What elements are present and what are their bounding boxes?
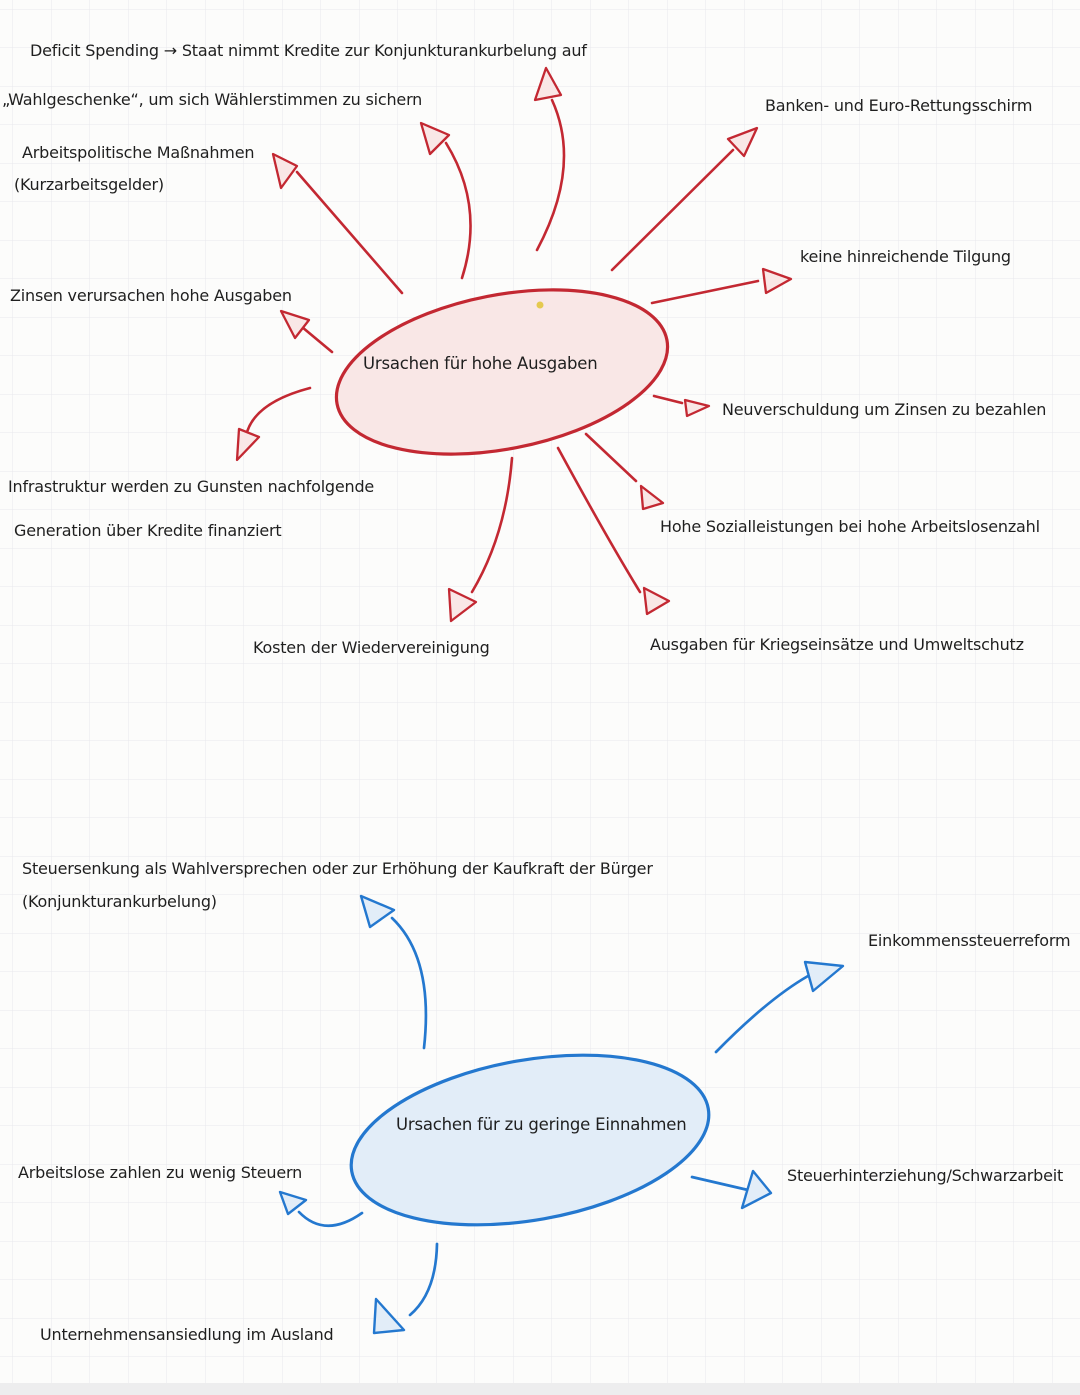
arrow-line [690, 1175, 750, 1192]
node-neuverschuldung: Neuverschuldung um Zinsen zu bezahlen [722, 400, 1046, 419]
arrow-einkommenssteuerreform [714, 960, 845, 1054]
arrow-arbeitspolitische-massnahmen [271, 152, 404, 295]
arrowhead-up-left [278, 1190, 308, 1216]
arrow-line [444, 141, 472, 280]
node-kriegseinsaetze: Ausgaben für Kriegseinsätze und Umweltsc… [650, 635, 1024, 654]
arrow-deficit-spending [533, 66, 566, 252]
paper-bottom-edge [0, 1383, 1080, 1395]
arrow-tilgung [650, 267, 793, 305]
arrow-line [297, 1210, 364, 1227]
arrowhead-up [533, 66, 563, 102]
arrowhead-down-left [447, 587, 478, 623]
node-einkommenssteuerreform: Einkommenssteuerreform [868, 931, 1070, 950]
node-tilgung: keine hinreichende Tilgung [800, 247, 1011, 266]
arrow-kriegseinsaetze [556, 446, 671, 616]
arrow-line [470, 456, 514, 594]
node-zinsen: Zinsen verursachen hohe Ausgaben [10, 286, 292, 305]
blue-center-label: Ursachen für zu geringe Einnahmen [396, 1115, 687, 1134]
blue-mindmap: Ursachen für zu geringe Einnahmen Steuer… [18, 859, 1071, 1344]
arrow-neuverschuldung [652, 394, 711, 418]
arrow-line [295, 170, 404, 295]
arrow-line [390, 916, 428, 1050]
arrowhead-down-right [639, 484, 665, 511]
arrow-unternehmensansiedlung [372, 1242, 439, 1335]
arrow-steuerhinterziehung [690, 1169, 773, 1210]
arrowhead-right-down [740, 1169, 773, 1210]
arrowhead-up-right [726, 126, 759, 158]
arrowhead-up-left [419, 121, 451, 156]
node-infrastruktur-line1: Infrastruktur werden zu Gunsten nachfolg… [8, 477, 374, 496]
arrow-kosten-wiedervereinigung [447, 456, 514, 623]
arrowhead-down-left [372, 1297, 406, 1335]
arrowhead-up-left [279, 309, 311, 340]
arrow-line [535, 98, 566, 252]
node-steuersenkung-line2: (Konjunkturankurbelung) [22, 892, 217, 911]
blue-center-ellipse [349, 1053, 711, 1227]
arrow-sozialleistungen [584, 432, 665, 511]
red-center-label: Ursachen für hohe Ausgaben [363, 354, 597, 373]
node-banken-rettungsschirm: Banken- und Euro-Rettungsschirm [765, 96, 1032, 115]
yellow-dot [536, 301, 544, 309]
node-arbeitspolitische-line2: (Kurzarbeitsgelder) [14, 175, 164, 194]
node-sozialleistungen: Hohe Sozialleistungen bei hohe Arbeitslo… [660, 517, 1040, 536]
arrow-zinsen [279, 309, 334, 354]
arrowhead-up-left [359, 894, 396, 929]
node-kosten-wiedervereinigung: Kosten der Wiedervereinigung [253, 638, 490, 657]
node-infrastruktur-line2: Generation über Kredite finanziert [14, 521, 281, 540]
arrow-arbeitslose [278, 1190, 364, 1227]
arrowhead-down-right [642, 586, 671, 616]
arrow-line [300, 325, 334, 354]
arrow-steuersenkung [359, 894, 428, 1050]
arrow-line [556, 446, 642, 594]
red-center-ellipse [334, 288, 670, 456]
arrowhead-up-right [803, 960, 845, 993]
arrow-banken-rettungsschirm [610, 126, 759, 272]
arrow-line [650, 279, 760, 305]
arrow-line [610, 148, 735, 272]
node-arbeitslose: Arbeitslose zahlen zu wenig Steuern [18, 1163, 302, 1182]
arrow-infrastruktur [235, 386, 312, 462]
arrow-wahlgeschenke [419, 121, 472, 280]
arrow-line [584, 432, 638, 483]
node-steuersenkung-line1: Steuersenkung als Wahlversprechen oder z… [22, 859, 653, 878]
arrowhead-right [683, 398, 711, 418]
arrowhead-right [761, 267, 793, 295]
red-mindmap: Ursachen für hohe Ausgaben Deficit Spend… [2, 41, 1046, 657]
arrowhead-down-left [235, 427, 261, 462]
node-wahlgeschenke: „Wahlgeschenke“, um sich Wählerstimmen z… [2, 90, 422, 109]
node-steuerhinterziehung: Steuerhinterziehung/Schwarzarbeit [787, 1166, 1063, 1185]
arrowhead-up-left [271, 152, 299, 190]
arrow-line [408, 1242, 439, 1317]
arrow-line [652, 394, 684, 405]
node-deficit-spending: Deficit Spending → Staat nimmt Kredite z… [30, 41, 587, 60]
arrow-line [244, 386, 312, 438]
node-arbeitspolitische-line1: Arbeitspolitische Maßnahmen [22, 143, 254, 162]
node-unternehmensansiedlung: Unternehmensansiedlung im Ausland [40, 1325, 333, 1344]
arrow-line [714, 974, 810, 1054]
